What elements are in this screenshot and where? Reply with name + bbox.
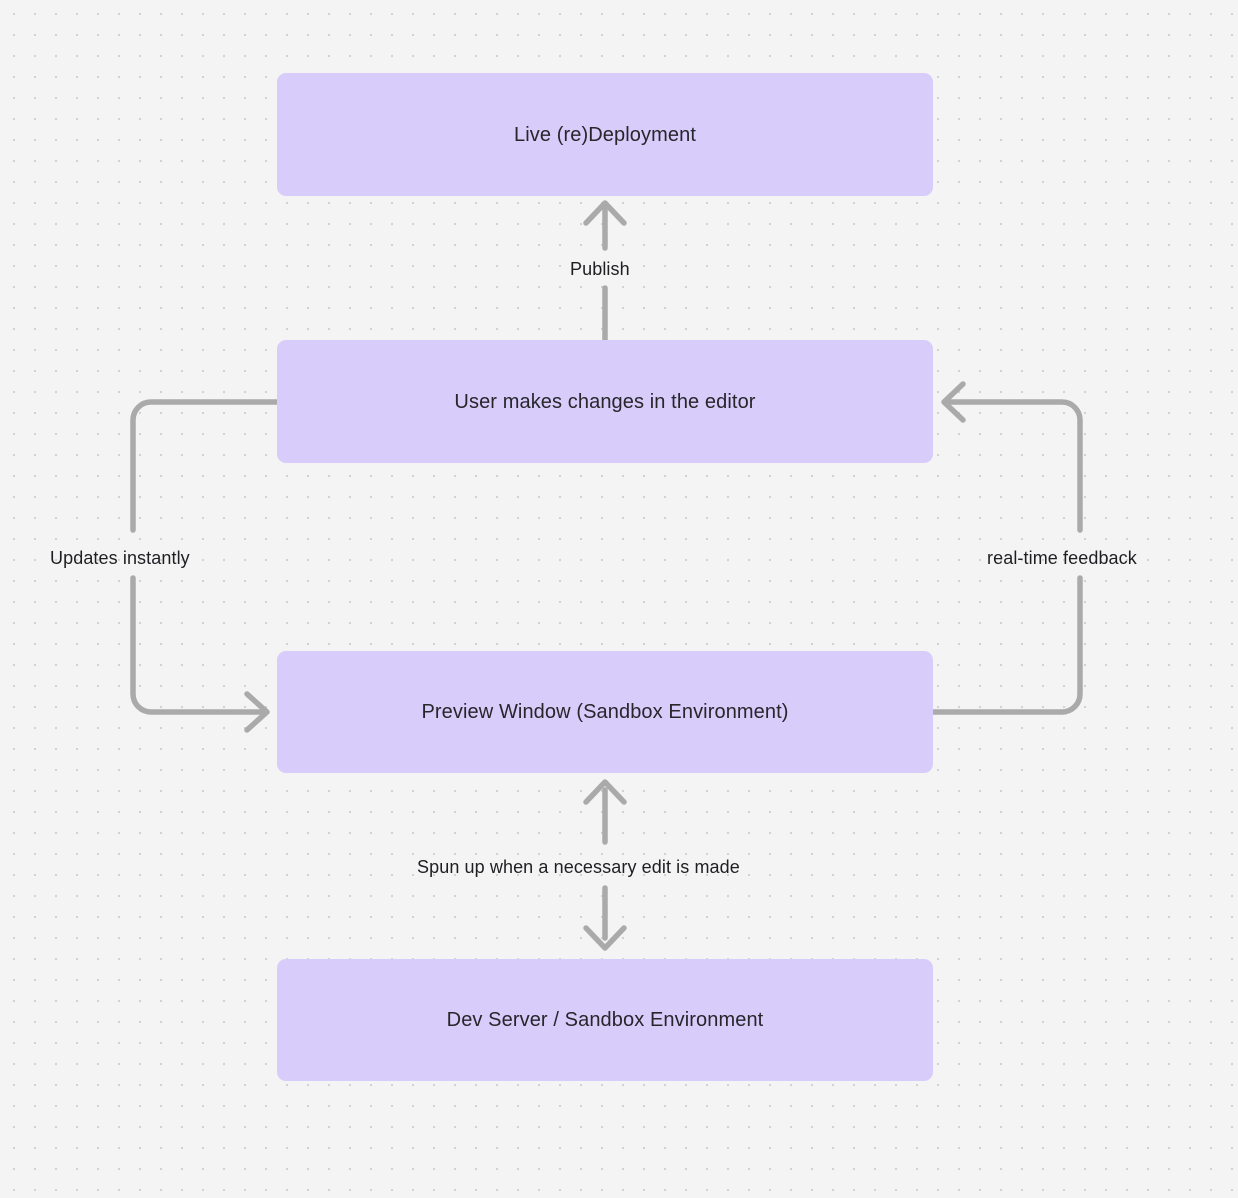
edge-spunup-arrowhead-up-icon xyxy=(583,779,627,805)
edge-updates-arrowhead-icon xyxy=(244,691,270,733)
node-live-redeployment[interactable]: Live (re)Deployment xyxy=(277,73,933,196)
edge-realtime-upper-path xyxy=(947,399,1083,533)
edge-label-updates-instantly: Updates instantly xyxy=(50,548,190,568)
node-user-makes-changes-in-the-editor[interactable]: User makes changes in the editor xyxy=(277,340,933,463)
edge-updates-lower-path xyxy=(130,575,265,715)
node-dev-server-sandbox-environment[interactable]: Dev Server / Sandbox Environment xyxy=(277,959,933,1081)
edge-label-publish: Publish xyxy=(570,259,630,279)
edge-label-real-time-feedback: real-time feedback xyxy=(987,548,1137,568)
node-preview-window-sandbox-environment-label: Preview Window (Sandbox Environment) xyxy=(421,701,789,723)
edge-label-spun-up-when-a-necessary-edit-is-made: Spun up when a necessary edit is made xyxy=(417,857,740,877)
node-dev-server-sandbox-environment-label: Dev Server / Sandbox Environment xyxy=(446,1009,764,1031)
node-preview-window-sandbox-environment[interactable]: Preview Window (Sandbox Environment) xyxy=(277,651,933,773)
edge-updates-upper-path xyxy=(130,399,280,533)
node-live-redeployment-label: Live (re)Deployment xyxy=(514,123,696,146)
node-user-makes-changes-in-the-editor-label: User makes changes in the editor xyxy=(454,390,756,413)
edge-spunup-arrowhead-down-icon xyxy=(583,925,627,951)
edge-realtime-lower-path xyxy=(930,575,1083,715)
edge-publish-arrowhead-icon xyxy=(583,200,627,226)
edge-realtime-arrowhead-icon xyxy=(941,381,966,423)
